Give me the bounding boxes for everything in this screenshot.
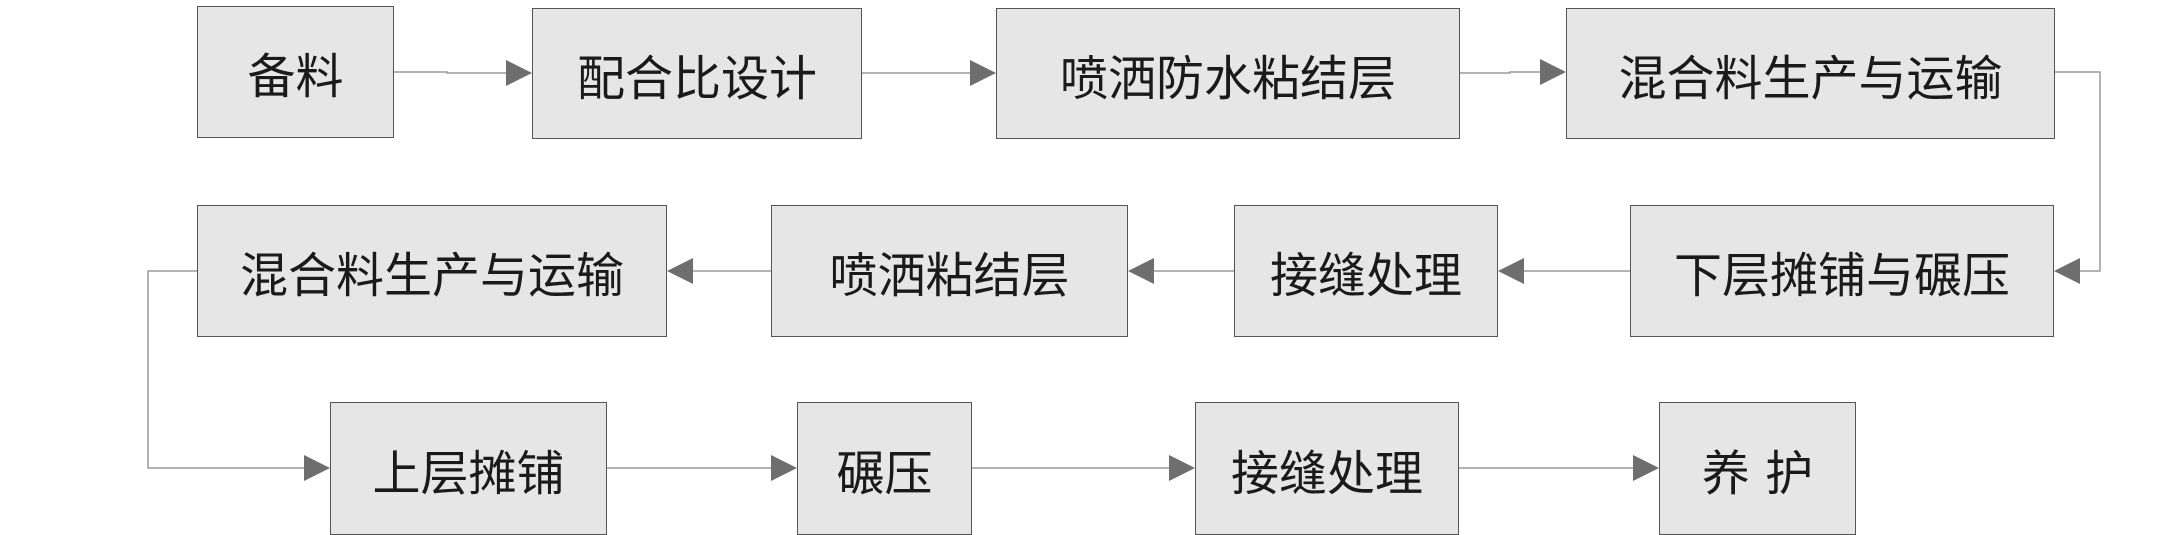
step-curing: 养 护: [1659, 402, 1856, 535]
step-upper-paving: 上层摊铺: [330, 402, 607, 535]
arrowhead-9: [771, 455, 797, 481]
connector-line-4: [2055, 71, 2101, 272]
arrowhead-10: [1169, 455, 1195, 481]
arrowhead-2: [970, 60, 996, 86]
arrowhead-7: [667, 258, 693, 284]
step-lower-paving-compaction: 下层摊铺与碾压: [1630, 205, 2054, 337]
arrowhead-4: [2054, 258, 2080, 284]
arrowhead-5: [1498, 258, 1524, 284]
arrowhead-6: [1128, 258, 1154, 284]
arrowhead-3: [1540, 59, 1566, 85]
step-joint-treatment-2: 接缝处理: [1195, 402, 1459, 535]
step-spray-waterproof-bond: 喷洒防水粘结层: [996, 8, 1460, 139]
arrowhead-11: [1633, 455, 1659, 481]
step-mix-production-transport-2: 混合料生产与运输: [197, 205, 667, 337]
step-spray-bond-layer: 喷洒粘结层: [771, 205, 1128, 337]
step-prepare-materials: 备料: [197, 6, 394, 138]
connector-line-3: [1460, 71, 1540, 74]
connector-line-8: [147, 270, 304, 469]
step-mix-design: 配合比设计: [532, 8, 862, 139]
connector-line-1: [394, 71, 506, 74]
arrowhead-1: [506, 60, 532, 86]
step-joint-treatment-1: 接缝处理: [1234, 205, 1498, 337]
step-mix-production-transport-1: 混合料生产与运输: [1566, 8, 2055, 139]
step-compaction: 碾压: [797, 402, 972, 535]
arrowhead-8: [304, 455, 330, 481]
